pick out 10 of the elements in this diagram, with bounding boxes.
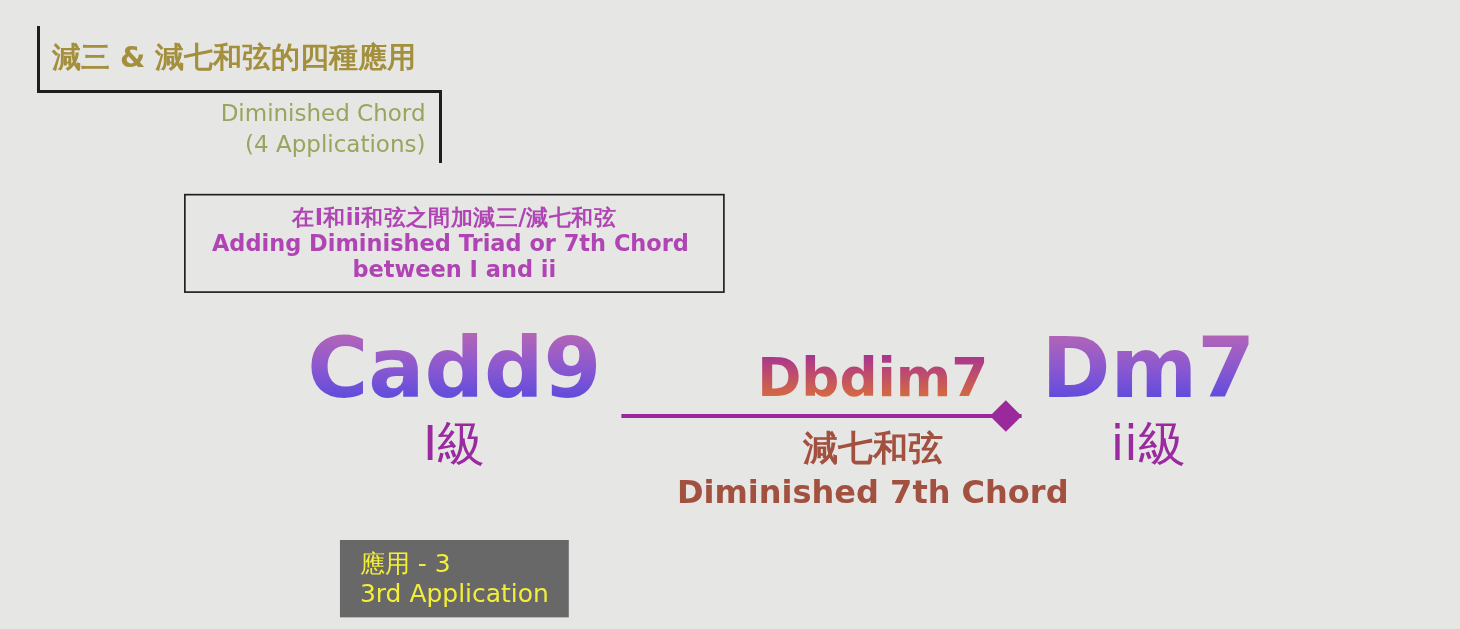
chord-type-label: Diminished 7th Chord: [676, 471, 1069, 513]
node-label: I級: [423, 415, 486, 472]
subtitle: Diminished Chord (4 Applications): [220, 93, 443, 164]
node-box: 在I和ii和弦之間加減三/減七和弦 Adding Diminished Triad or 7th Chord between I and ii: [184, 193, 725, 293]
node-label: ii級: [1110, 415, 1186, 472]
title: 減三 & 減七和弦的四種應用: [37, 26, 443, 93]
edge-label: Dbdim7: [757, 347, 989, 409]
chord-type-label: 減七和弦: [802, 427, 943, 471]
connector: [621, 400, 1022, 432]
node-box: 應用 - 3 3rd Application: [339, 540, 569, 618]
